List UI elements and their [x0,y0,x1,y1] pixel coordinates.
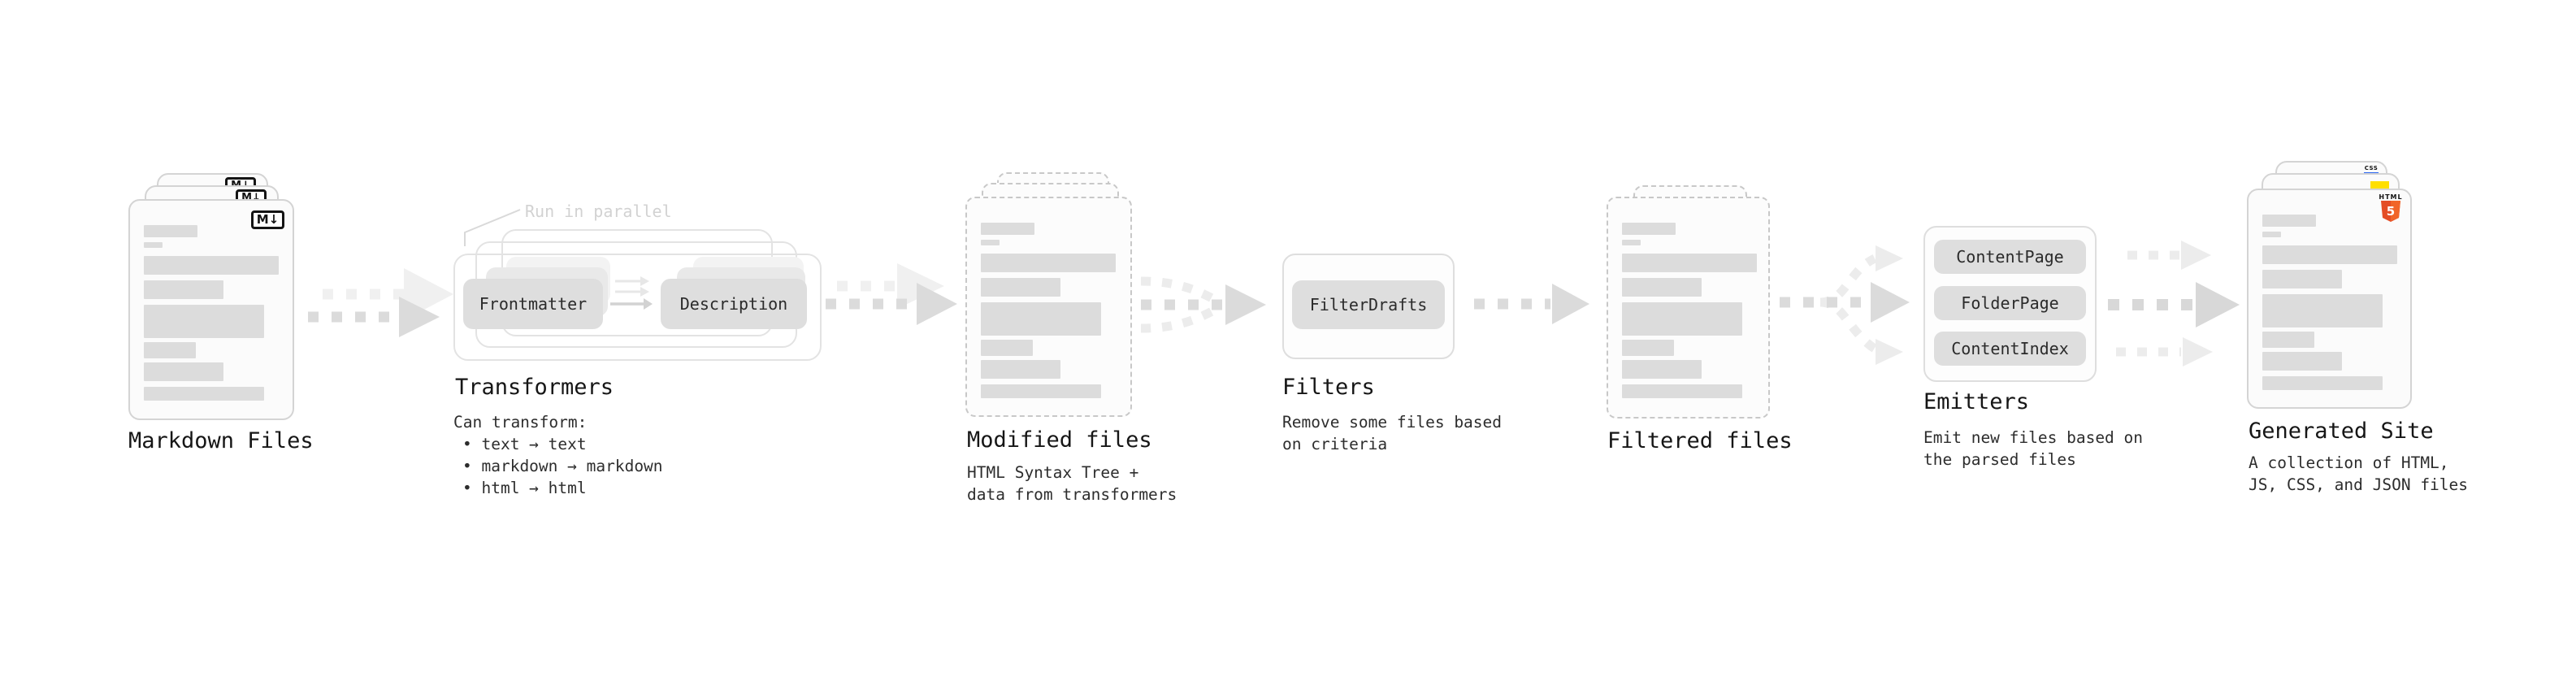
placeholder-line [1622,384,1742,398]
placeholder-line [1622,240,1641,245]
arrow-filtered-to-emitters-split [1780,245,1910,365]
placeholder-line [981,223,1034,235]
placeholder-line [144,305,264,338]
arrow-modified-to-filters-merge [1140,276,1266,333]
filtered-files-label: Filtered files [1607,428,1793,453]
arrow-markdown-to-transformers [308,268,453,337]
placeholder-line [144,256,279,275]
placeholder-line [1622,254,1757,272]
placeholder-line [981,302,1101,336]
placeholder-line [981,240,1000,245]
placeholder-line [2262,332,2314,348]
html5-shield: 5 [2381,201,2400,222]
arrow-transformers-to-modified [826,263,957,325]
placeholder-line [2262,232,2281,237]
placeholder-line [981,254,1116,272]
placeholder-line [981,340,1033,356]
arrows-emitters-to-generated [2108,241,2240,367]
placeholder-line [1622,360,1702,379]
placeholder-line [1622,302,1742,336]
emitters-label: Emitters [1923,389,2030,414]
html5-icon: HTML 5 [2379,193,2403,225]
emitters-sublabel: Emit new files based on the parsed files [1923,428,2144,469]
placeholder-line [144,280,223,299]
frontmatter-pill: Frontmatter [463,279,603,329]
transform-bullet: • html → html [462,479,587,497]
filtered-file-card [1607,197,1770,419]
placeholder-line [2262,215,2316,227]
modified-files-sublabel: HTML Syntax Tree + data from transformer… [967,463,1177,504]
placeholder-line [144,242,163,248]
markdown-file-card: M↓ [128,199,294,420]
placeholder-line [2262,270,2342,288]
can-transform-intro: Can transform: [453,413,588,432]
placeholder-line [2262,376,2383,390]
placeholder-line [2262,352,2342,371]
placeholder-line [981,384,1101,398]
transform-bullet: • markdown → markdown [462,457,663,475]
placeholder-line [2262,245,2397,264]
emitter-pill-folderpage: FolderPage [1934,286,2086,320]
parallel-arrows-icon [610,276,653,310]
placeholder-line [2262,294,2383,327]
placeholder-line [144,225,197,237]
placeholder-line [144,362,223,381]
emitter-pill-contentindex: ContentIndex [1934,332,2086,366]
placeholder-line [1622,223,1676,235]
javascript-icon [2370,181,2389,189]
modified-files-label: Modified files [967,427,1152,453]
markdown-files-label: Markdown Files [128,428,314,453]
placeholder-line [981,360,1060,379]
filters-label: Filters [1282,375,1375,400]
run-in-parallel-annotation: Run in parallel [525,202,672,221]
placeholder-line [1622,340,1674,356]
transformers-label: Transformers [455,375,614,400]
description-pill: Description [661,279,807,329]
generated-site-sublabel: A collection of HTML, JS, CSS, and JSON … [2249,453,2469,494]
modified-file-card [965,197,1132,417]
placeholder-line [144,342,196,358]
markdown-icon: M↓ [251,210,284,229]
placeholder-line [1622,278,1702,297]
arrow-filters-to-filtered [1474,284,1589,324]
generated-html-file-card: HTML 5 [2247,189,2412,409]
transform-bullet: • text → text [462,435,587,453]
placeholder-line [144,387,264,401]
filterdrafts-pill: FilterDrafts [1292,280,1445,329]
emitter-pill-contentpage: ContentPage [1934,240,2086,274]
generated-site-label: Generated Site [2249,419,2434,444]
svg-text:5: 5 [2387,204,2395,219]
transformer-layer-front [453,254,822,361]
transformers-description: Can transform: • text → text • markdown … [453,411,663,499]
run-in-parallel-callout-line [464,209,521,246]
filters-sublabel: Remove some files based on criteria [1282,413,1503,453]
placeholder-line [981,278,1060,297]
